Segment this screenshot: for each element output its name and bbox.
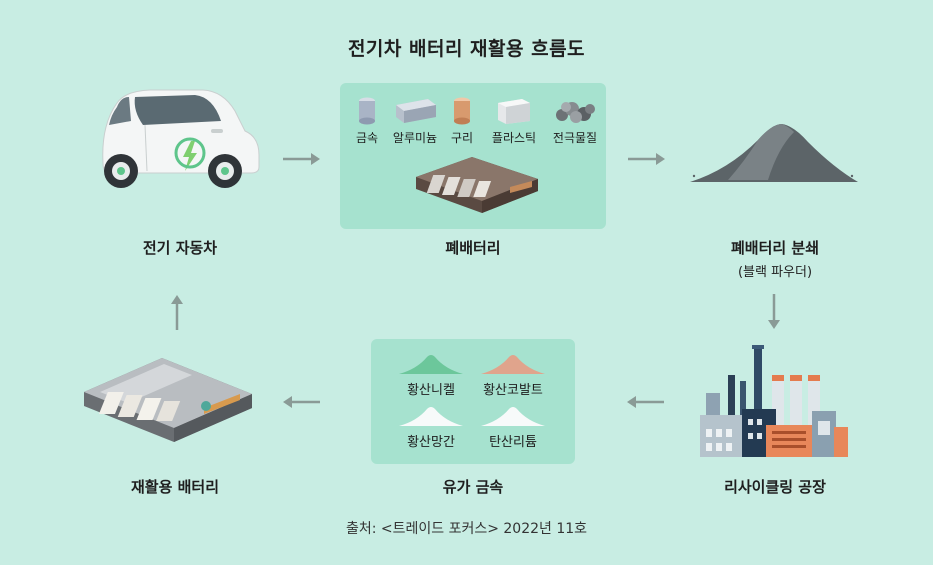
- shredding-sublabel: (블랙 파우더): [737, 265, 813, 280]
- black-powder-illustration: [688, 118, 860, 190]
- material-label-electrode: 전극물질: [552, 131, 598, 145]
- arrow-up: [170, 294, 184, 330]
- recycled-battery-label: 재활용 배터리: [130, 478, 220, 496]
- copper-icon: [453, 97, 471, 129]
- shredding-label: 폐배터리 분쇄: [730, 239, 820, 257]
- page-title: 전기차 배터리 재활용 흐름도: [347, 38, 586, 60]
- nickel-sulfate-label: 황산니켈: [407, 383, 455, 398]
- arrow-left-2: [282, 395, 320, 409]
- arrow-right-2: [628, 152, 666, 166]
- manganese-sulfate-label: 황산망간: [407, 435, 455, 450]
- waste-battery-illustration: [412, 151, 542, 225]
- material-label-plastic: 플라스틱: [491, 131, 537, 145]
- waste-battery-label: 폐배터리: [445, 239, 501, 257]
- material-label-metal: 금속: [355, 131, 379, 145]
- valuable-metals-panel: 황산니켈 황산코발트 황산망간 탄산리튬: [371, 339, 575, 464]
- plastic-icon: [496, 97, 532, 129]
- waste-battery-panel: 금속 알루미늄 구리 플라스틱 전극물질: [340, 83, 606, 229]
- ev-illustration: [95, 85, 265, 195]
- arrow-left-1: [626, 395, 664, 409]
- recycling-plant-illustration: [700, 345, 850, 464]
- material-label-copper: 구리: [450, 131, 474, 145]
- ev-label: 전기 자동차: [142, 239, 218, 257]
- aluminum-icon: [392, 97, 438, 127]
- nickel-sulfate-pile-icon: [397, 353, 465, 379]
- cobalt-sulfate-label: 황산코발트: [483, 383, 543, 398]
- recycling-plant-label: 리사이클링 공장: [724, 478, 826, 496]
- lithium-carbonate-label: 탄산리튬: [489, 435, 537, 450]
- lithium-carbonate-pile-icon: [479, 405, 547, 431]
- arrow-down: [767, 294, 781, 330]
- manganese-sulfate-pile-icon: [397, 405, 465, 431]
- source-caption: 출처: <트레이드 포커스> 2022년 11호: [345, 521, 588, 537]
- metal-icon: [358, 97, 376, 129]
- electrode-material-icon: [552, 97, 598, 127]
- material-label-aluminum: 알루미늄: [392, 131, 438, 145]
- cobalt-sulfate-pile-icon: [479, 353, 547, 379]
- recycled-battery-illustration: [80, 352, 256, 452]
- valuable-metals-label: 유가 금속: [442, 478, 504, 496]
- arrow-right-1: [283, 152, 321, 166]
